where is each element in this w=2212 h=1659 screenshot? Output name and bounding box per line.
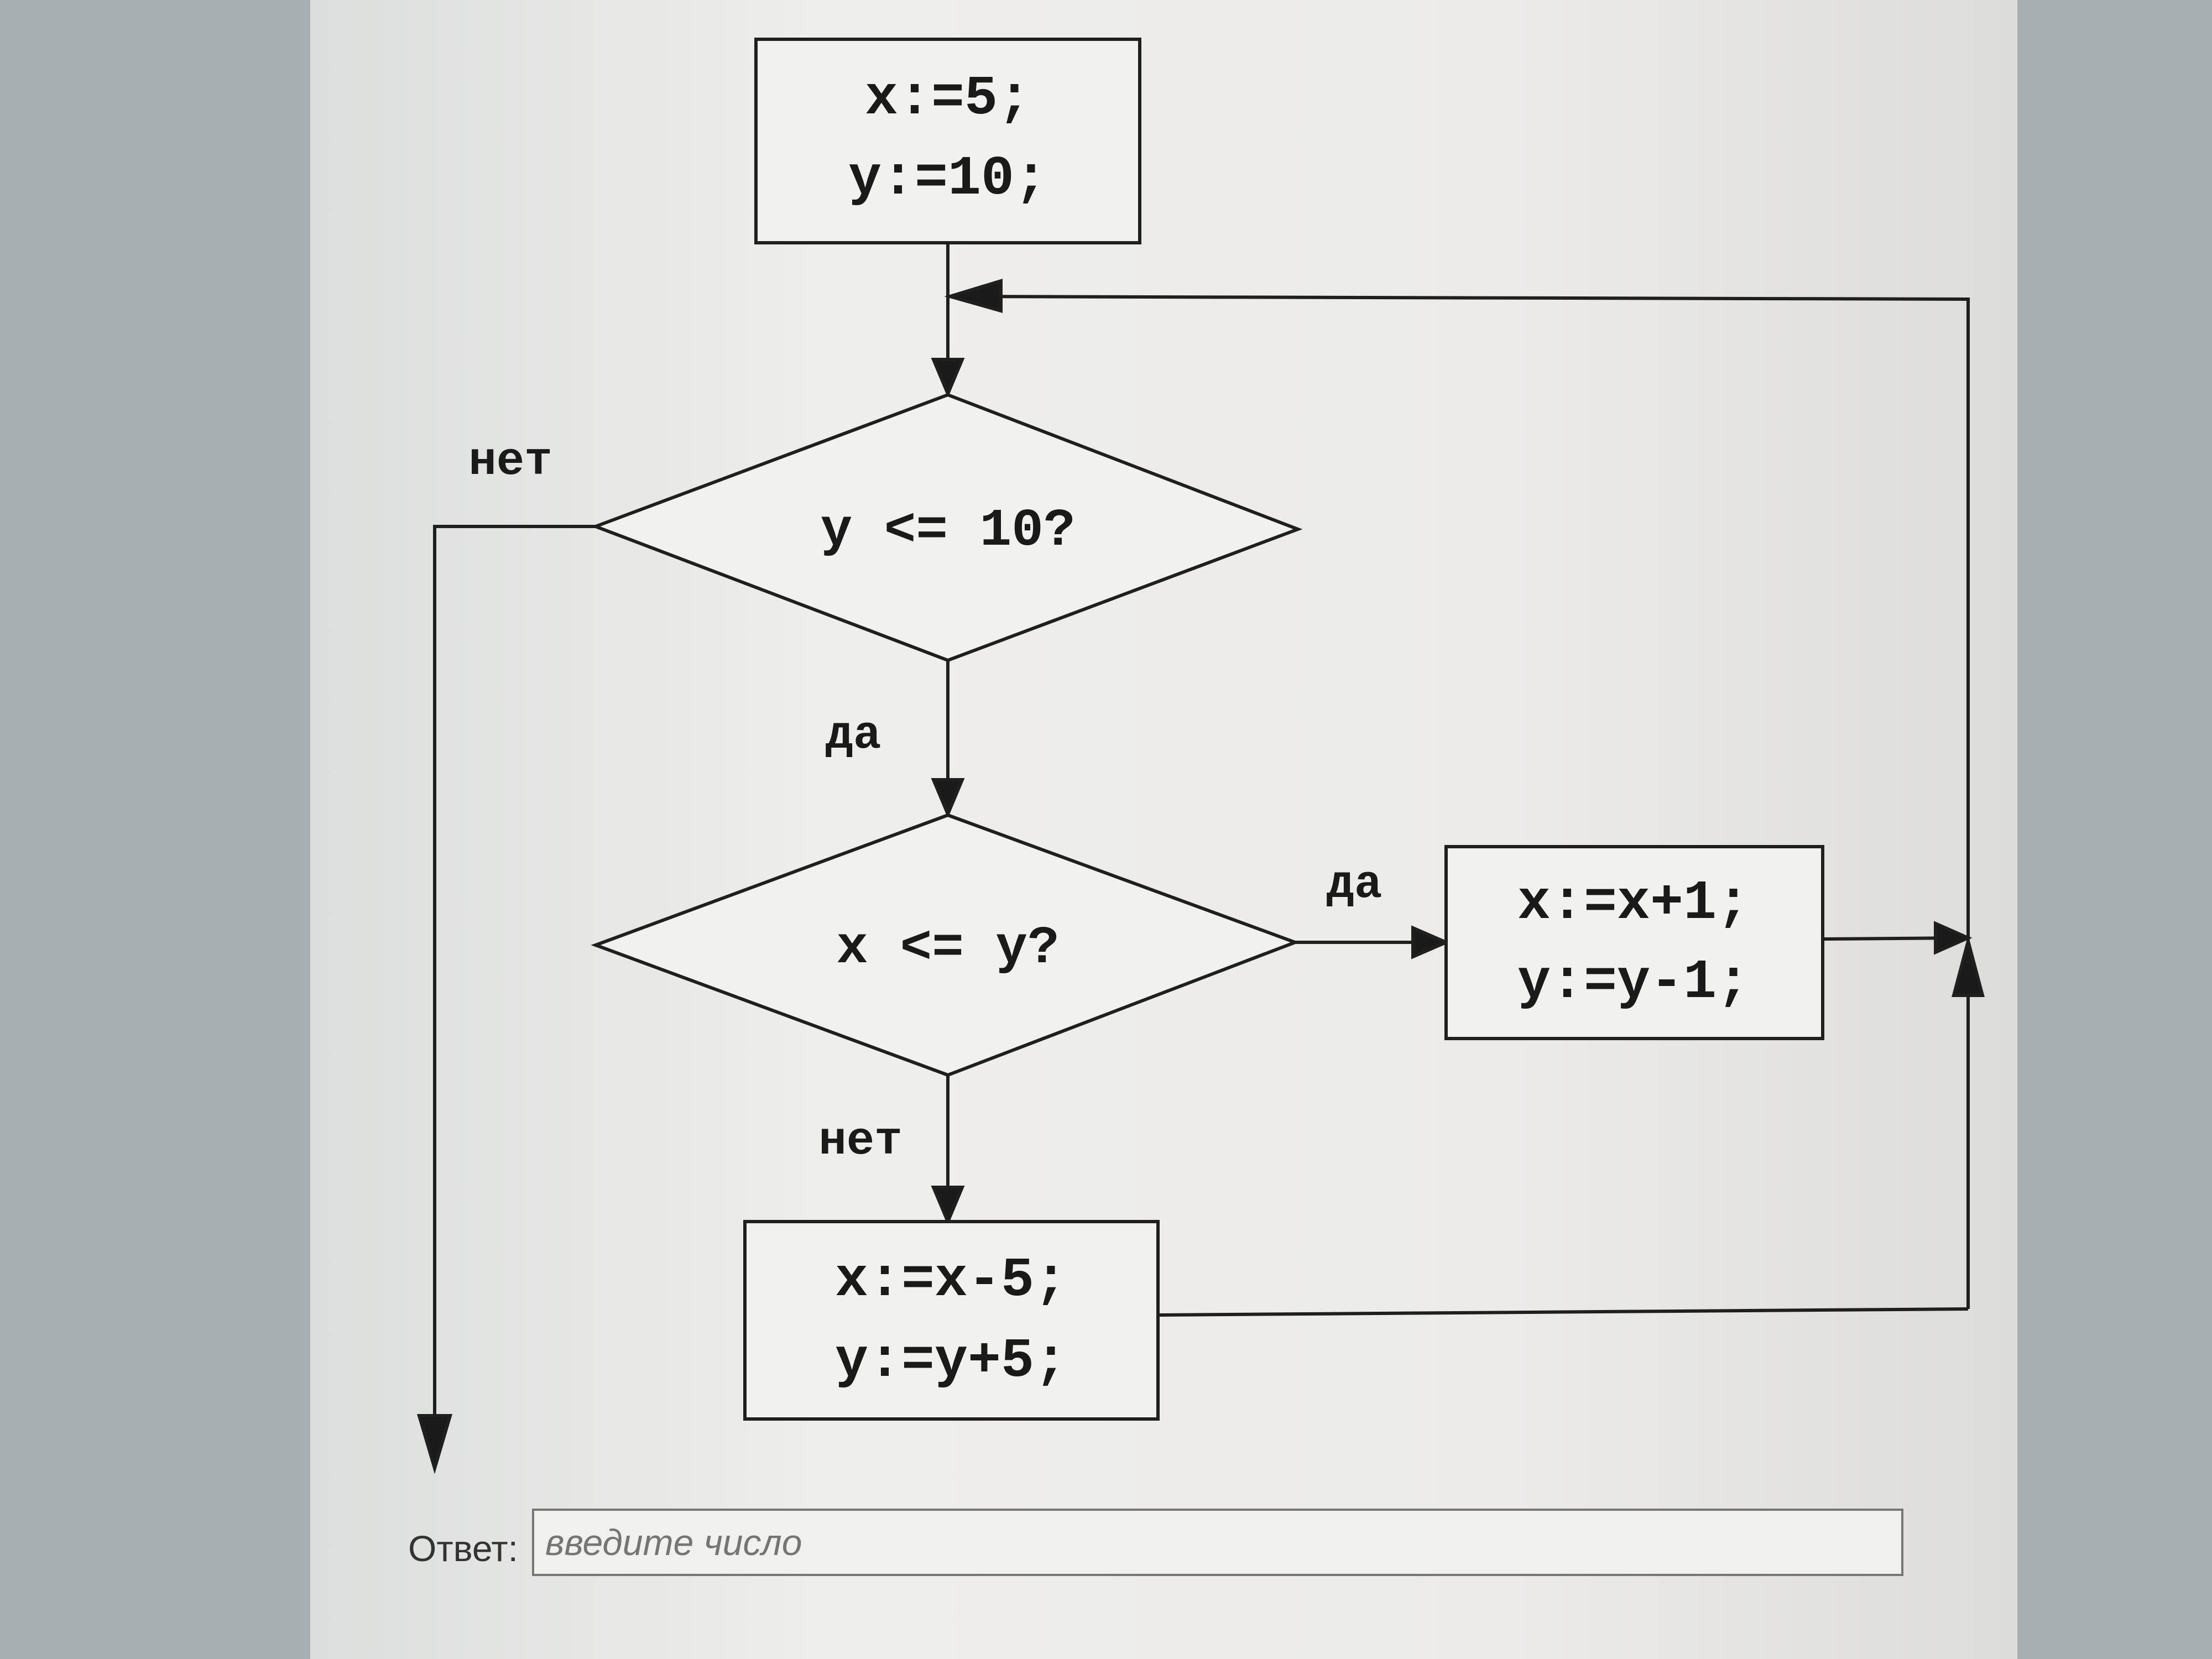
arrowhead-icon — [416, 1414, 453, 1474]
yes-box-line-1: x:=x+1; — [1517, 873, 1750, 935]
arrowhead-icon — [1934, 921, 1973, 955]
arrowhead-icon — [1952, 935, 1985, 997]
answer-label: Ответ: — [408, 1528, 518, 1569]
arrowhead-icon — [1411, 925, 1451, 959]
condition2-yes-label: да — [1327, 859, 1383, 911]
condition2-text: x <= y? — [836, 918, 1059, 978]
arrowhead-icon — [931, 778, 965, 818]
init-line-2: y:=10; — [848, 148, 1047, 211]
arrowhead-icon — [931, 1186, 965, 1226]
condition1-text: y <= 10? — [821, 500, 1076, 561]
yes-box-line-2: y:=y-1; — [1517, 952, 1750, 1014]
init-line-1: x:=5; — [865, 68, 1031, 131]
no-box-line-1: x:=x-5; — [835, 1250, 1067, 1312]
init-box — [754, 38, 1141, 244]
no-box-line-2: y:=y+5; — [835, 1331, 1067, 1393]
arrow-no-box-out — [1157, 1307, 1969, 1317]
loop-back-line — [947, 295, 1970, 1309]
condition1-no-label: нет — [468, 436, 552, 488]
arrow-cond1-no — [433, 525, 596, 1438]
arrowhead-icon — [944, 278, 1003, 313]
page-panel — [310, 0, 2017, 1659]
yes-box — [1444, 845, 1824, 1040]
condition2-no-label: нет — [818, 1115, 902, 1168]
condition1-yes-label: да — [826, 709, 881, 762]
arrowhead-icon — [931, 358, 965, 398]
answer-input[interactable] — [532, 1509, 1903, 1576]
no-box — [743, 1220, 1160, 1421]
